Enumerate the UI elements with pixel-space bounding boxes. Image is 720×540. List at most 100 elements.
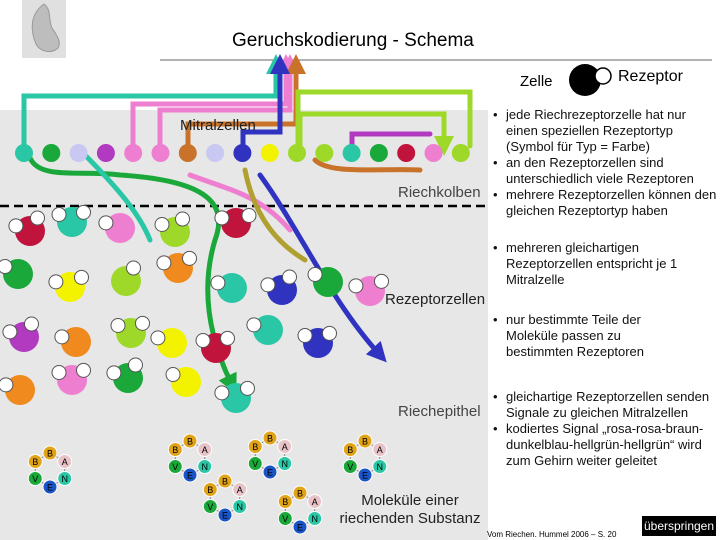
axon-path-darkblue <box>240 54 290 153</box>
svg-text:V: V <box>252 459 258 469</box>
svg-text:A: A <box>202 445 208 455</box>
receptor-cell <box>156 250 197 283</box>
svg-text:V: V <box>347 462 353 472</box>
receptor-cell <box>48 269 89 302</box>
receptor-cell-group <box>0 204 389 413</box>
mitral-cell <box>233 144 252 162</box>
svg-text:N: N <box>311 514 318 524</box>
epithelium-label: Riechepithel <box>398 403 481 420</box>
receptor-cell <box>0 259 33 289</box>
mitral-cell <box>124 144 143 162</box>
receptor-cell <box>110 315 150 348</box>
molecules-label: Moleküle einer riechenden Substanz <box>339 492 481 527</box>
receptor-cell <box>307 267 343 297</box>
olfactory-bulb-label: Riechkolben <box>398 184 481 201</box>
svg-text:E: E <box>47 483 53 493</box>
axon-path-lightgreen-2 <box>295 89 473 155</box>
bullet-item: mehreren gleichartigen Rezeptorzellen en… <box>490 240 690 288</box>
mitral-cell <box>206 144 225 162</box>
legend-cell-label: Zelle <box>520 73 553 90</box>
bullet-item: kodiertes Signal „rosa-rosa-braun-dunkel… <box>490 421 715 469</box>
receptor-cell <box>246 315 283 345</box>
bullet-item: an den Rezeptorzellen sind unterschiedli… <box>490 155 718 187</box>
mitral-cells-label: Mitralzellen <box>180 117 256 134</box>
receptor-cell <box>195 330 235 363</box>
svg-text:B: B <box>252 442 258 452</box>
svg-text:N: N <box>201 462 208 472</box>
receptor-cell <box>8 210 45 246</box>
receptor-cell <box>2 316 39 352</box>
receptor-cell <box>51 204 91 237</box>
svg-text:B: B <box>172 445 178 455</box>
receptor-cell <box>210 273 247 303</box>
svg-text:B: B <box>267 434 273 444</box>
mitral-cell <box>69 144 88 162</box>
svg-text:A: A <box>377 445 383 455</box>
receptor-cell <box>154 211 190 247</box>
svg-text:V: V <box>282 514 288 524</box>
svg-text:B: B <box>187 437 193 447</box>
svg-text:B: B <box>47 449 53 459</box>
bullet-list-mitral-mapping: mehreren gleichartigen Rezeptorzellen en… <box>490 240 690 288</box>
svg-text:B: B <box>222 477 228 487</box>
mitral-cell <box>178 144 197 162</box>
axon-path-pink-2 <box>157 54 300 155</box>
receptor-cell <box>106 357 143 393</box>
mitral-cell-row <box>15 144 470 162</box>
bullet-item: mehrere Rezeptorzellen können den gleich… <box>490 187 718 219</box>
footer-credit: Vom Riechen. Hummel 2006 – S. 20 <box>487 530 617 539</box>
axon-path-teal-2 <box>77 147 153 243</box>
svg-text:E: E <box>362 471 368 481</box>
nose-icon <box>22 0 66 58</box>
axon-path-teal <box>21 54 286 155</box>
axon-path-pink-1 <box>130 54 296 155</box>
bullet-list-molecule-fit: nur bestimmte Teile der Moleküle passen … <box>490 312 690 360</box>
svg-text:B: B <box>207 485 213 495</box>
axon-path-pink-3 <box>187 172 293 233</box>
svg-text:A: A <box>237 485 243 495</box>
svg-text:A: A <box>282 442 288 452</box>
receptor-cell <box>214 208 257 238</box>
svg-text:A: A <box>62 457 68 467</box>
svg-text:N: N <box>281 459 288 469</box>
axon-path-green <box>27 155 237 394</box>
receptor-cell <box>111 260 141 296</box>
mitral-cell <box>397 144 416 162</box>
tissue-area <box>0 110 488 540</box>
receptor-cell <box>348 273 389 306</box>
svg-text:B: B <box>32 457 38 467</box>
mitral-cell <box>96 144 115 162</box>
receptor-cell <box>98 213 135 243</box>
axon-path-yellow <box>242 167 308 263</box>
svg-text:E: E <box>297 523 303 533</box>
mitral-cell <box>342 144 361 162</box>
svg-text:B: B <box>347 445 353 455</box>
svg-text:N: N <box>61 474 68 484</box>
svg-text:B: B <box>282 497 288 507</box>
svg-text:B: B <box>297 489 303 499</box>
bullet-item: gleichartige Rezeptorzellen senden Signa… <box>490 389 715 421</box>
svg-text:E: E <box>267 468 273 478</box>
svg-text:A: A <box>312 497 318 507</box>
skip-button[interactable]: überspringen <box>642 516 716 536</box>
mitral-cell <box>15 144 33 162</box>
svg-text:V: V <box>32 474 38 484</box>
receptor-cell <box>54 327 91 357</box>
receptor-cell <box>260 269 297 305</box>
page-title: Geruchskodierung - Schema <box>232 30 474 51</box>
legend-receptor-label: Rezeptor <box>618 68 683 85</box>
svg-text:V: V <box>172 462 178 472</box>
mitral-cell <box>424 144 443 162</box>
receptor-cells-label: Rezeptorzellen <box>385 291 486 308</box>
mitral-cell <box>260 144 279 162</box>
mitral-cell <box>369 144 388 162</box>
bullet-item: jede Riechrezeptorzelle hat nur einen sp… <box>490 107 718 155</box>
svg-text:E: E <box>222 511 228 521</box>
axon-path-blue-2 <box>257 172 387 363</box>
mitral-cell <box>42 144 61 162</box>
